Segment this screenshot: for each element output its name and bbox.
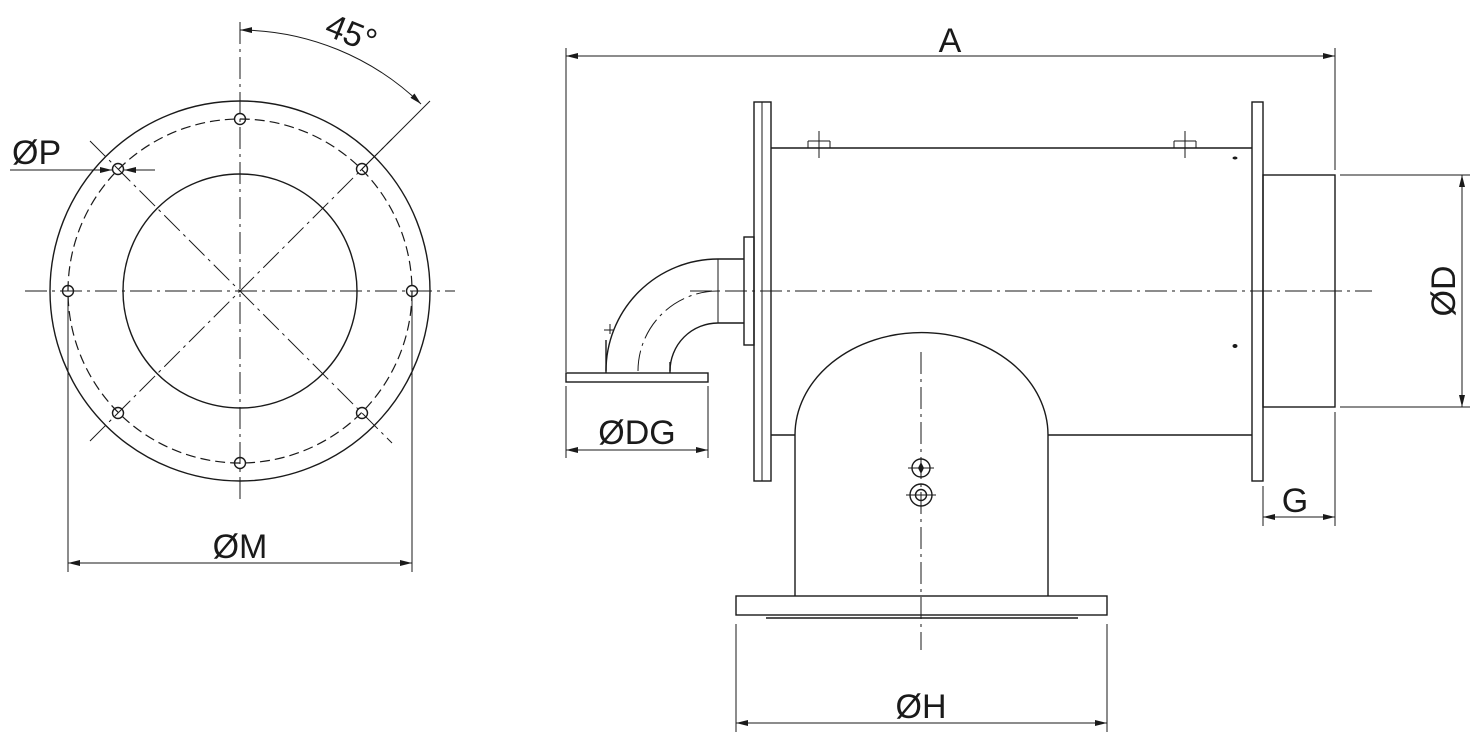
lifting-lug bbox=[1173, 131, 1197, 158]
bolt-hole bbox=[61, 284, 75, 298]
bolt-hole bbox=[355, 162, 369, 176]
gas-inlet-flange bbox=[743, 236, 755, 346]
marker-dot bbox=[1232, 344, 1238, 348]
bolt-holes bbox=[61, 112, 419, 470]
fitting-symbol bbox=[908, 458, 934, 478]
bolt-hole bbox=[233, 112, 247, 126]
gas-inlet-label: ØDG bbox=[598, 414, 675, 452]
outlet-length-label: G bbox=[1282, 482, 1308, 520]
bolt-hole-label: ØP bbox=[12, 134, 61, 172]
bolt-hole bbox=[355, 406, 369, 420]
elbow-centerline-arc bbox=[637, 290, 719, 372]
diagonal-centerline-1 bbox=[89, 140, 393, 444]
elbow-inner-arc bbox=[669, 322, 719, 372]
inlet-flange-label: ØH bbox=[896, 688, 947, 726]
angle-dimension-arc bbox=[239, 27, 422, 105]
bolt-circle-label: ØM bbox=[213, 528, 268, 566]
overall-length-label: A bbox=[939, 22, 962, 60]
outlet-diameter-label: ØD bbox=[1425, 266, 1463, 317]
bolt-hole bbox=[111, 406, 125, 420]
angle-extension-line bbox=[359, 100, 431, 172]
lower-duct-dome bbox=[794, 331, 1049, 436]
diagonal-centerline-2 bbox=[89, 138, 393, 442]
side-view: A bbox=[565, 22, 1470, 732]
elbow-outer-arc bbox=[605, 258, 719, 372]
angle-label: 45° bbox=[320, 7, 382, 61]
bolt-hole bbox=[233, 456, 247, 470]
inlet-lug bbox=[604, 324, 614, 334]
marker-dot bbox=[1232, 156, 1238, 160]
bolt-hole bbox=[111, 162, 125, 176]
lifting-lug bbox=[807, 131, 831, 158]
front-view: 45° ØP ØM bbox=[10, 7, 455, 572]
fitting-symbol bbox=[906, 483, 936, 507]
gas-inlet-base-flange bbox=[565, 372, 709, 383]
bolt-hole bbox=[405, 284, 419, 298]
